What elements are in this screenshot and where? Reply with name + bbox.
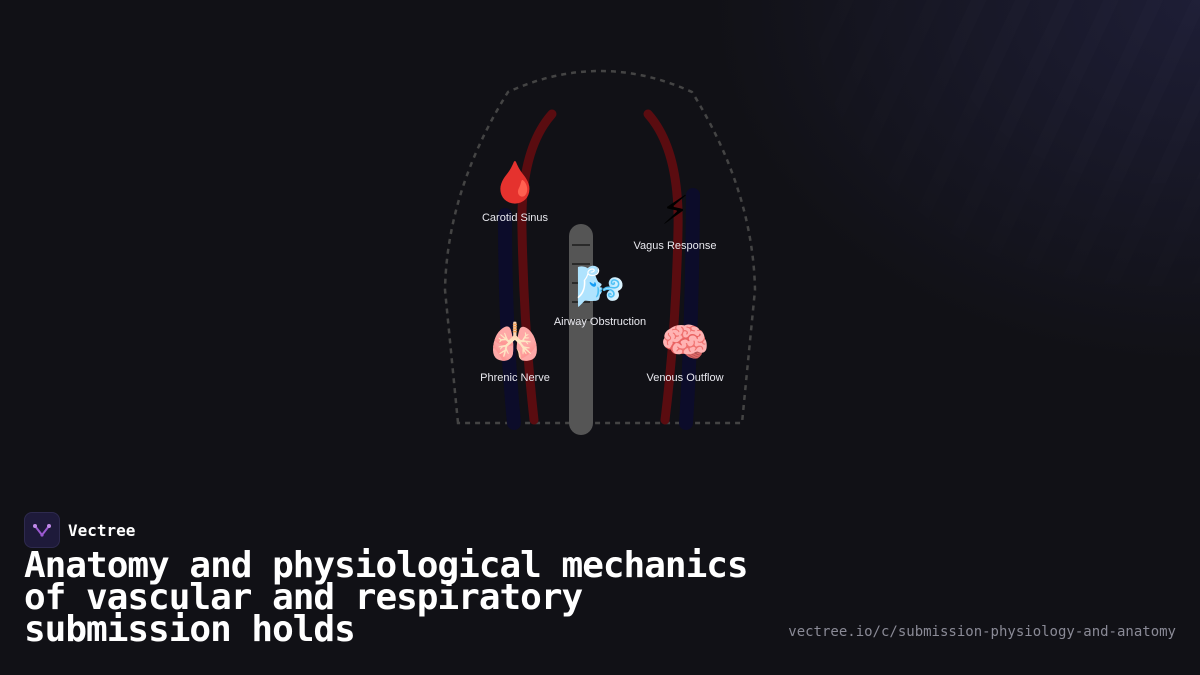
trachea-rings xyxy=(572,244,590,321)
marker-airway-obstruction: 🌬️ Airway Obstruction xyxy=(554,262,646,328)
lungs-icon: 🫁 xyxy=(490,320,540,366)
blood-drop-icon: 🩸 xyxy=(490,160,540,206)
marker-venous-outflow: 🧠 Venous Outflow xyxy=(646,318,723,384)
marker-label: Venous Outflow xyxy=(646,372,724,384)
jugular-vein-right xyxy=(679,188,700,430)
marker-label: Carotid Sinus xyxy=(481,212,549,224)
page-title: Anatomy and physiological mechanics of v… xyxy=(24,545,749,650)
jugular-vein-left xyxy=(498,208,521,430)
carotid-artery-left xyxy=(517,109,557,425)
lightning-icon: ⚡ xyxy=(660,188,690,234)
marker-vagus-response: ⚡ Vagus Response xyxy=(634,186,717,252)
marker-phrenic-nerve: 🫁 Phrenic Nerve xyxy=(480,318,550,384)
neck-outline xyxy=(443,69,757,425)
vectree-logo-icon xyxy=(24,512,60,548)
brand-name: Vectree xyxy=(68,520,136,540)
carotid-artery-right xyxy=(643,109,683,425)
trachea xyxy=(569,224,593,435)
marker-label: Airway Obstruction xyxy=(553,316,647,328)
marker-carotid-sinus: 🩸 Carotid Sinus xyxy=(482,158,548,224)
marker-label: Phrenic Nerve xyxy=(480,372,550,384)
brand[interactable]: Vectree xyxy=(24,512,135,548)
page-url[interactable]: vectree.io/c/submission-physiology-and-a… xyxy=(788,624,1176,640)
brain-icon: 🧠 xyxy=(660,320,710,366)
breath-icon: 🌬️ xyxy=(575,264,625,310)
marker-label: Vagus Response xyxy=(633,240,717,252)
